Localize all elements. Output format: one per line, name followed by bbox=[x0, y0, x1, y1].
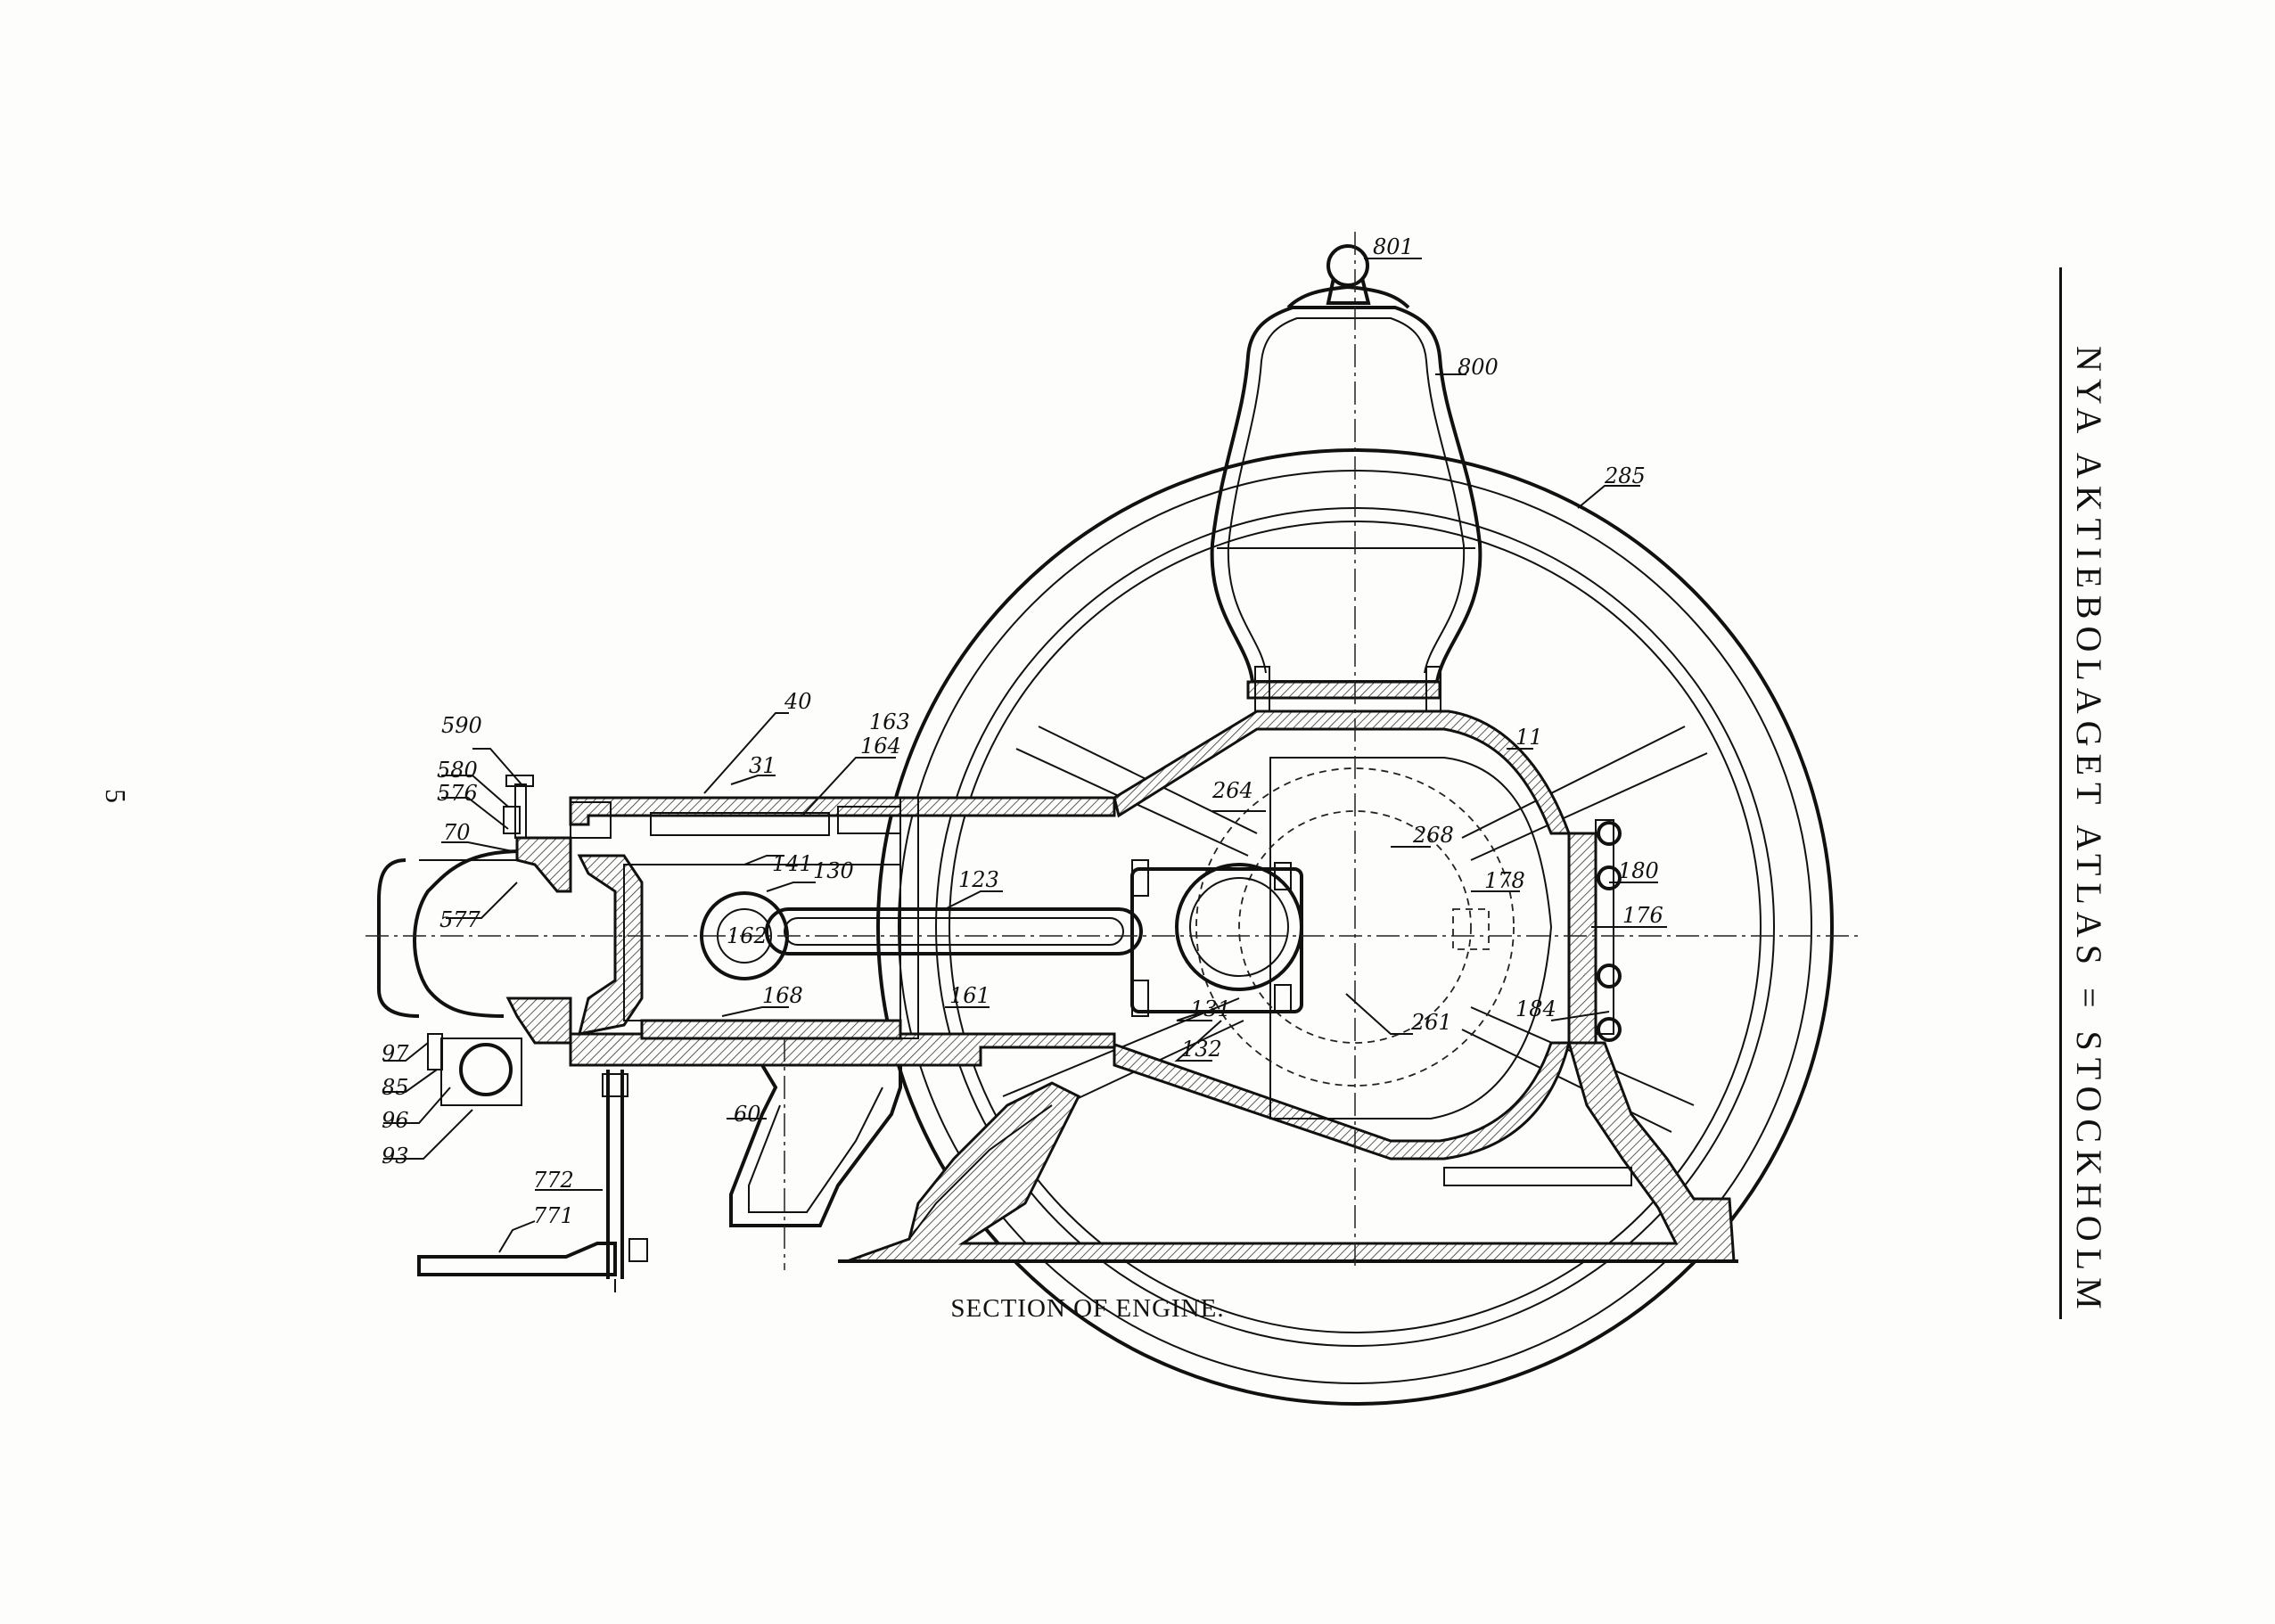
figure-caption: SECTION OF ENGINE. bbox=[950, 1294, 1225, 1323]
label-93: 93 bbox=[382, 1144, 409, 1169]
label-97: 97 bbox=[382, 1041, 409, 1066]
label-132: 132 bbox=[1181, 1037, 1222, 1062]
label-285: 285 bbox=[1604, 463, 1646, 488]
label-801: 801 bbox=[1373, 234, 1414, 259]
label-70: 70 bbox=[443, 820, 471, 845]
label-141: 141 bbox=[772, 851, 813, 876]
label-131: 131 bbox=[1190, 997, 1231, 1021]
label-11: 11 bbox=[1515, 725, 1543, 750]
label-161: 161 bbox=[949, 983, 990, 1008]
label-772: 772 bbox=[533, 1168, 574, 1193]
label-771: 771 bbox=[533, 1203, 574, 1228]
label-85: 85 bbox=[382, 1075, 409, 1100]
label-576: 576 bbox=[437, 781, 478, 806]
label-162: 162 bbox=[727, 923, 768, 948]
support-leg bbox=[417, 1063, 902, 1292]
label-176: 176 bbox=[1622, 903, 1663, 928]
centre-lines bbox=[365, 232, 1863, 1270]
label-590: 590 bbox=[441, 713, 482, 738]
air-vessel bbox=[1210, 244, 1482, 712]
label-123: 123 bbox=[958, 867, 999, 892]
label-580: 580 bbox=[437, 758, 478, 783]
label-60: 60 bbox=[734, 1102, 761, 1127]
label-184: 184 bbox=[1515, 997, 1556, 1021]
label-180: 180 bbox=[1618, 858, 1659, 883]
part-labels: 801 800 285 11 264 268 178 180 176 184 2… bbox=[382, 234, 1663, 1228]
label-264: 264 bbox=[1211, 778, 1253, 803]
label-261: 261 bbox=[1410, 1010, 1452, 1035]
side-title: NYA AKTIEBOLAGET ATLAS = STOCKHOLM bbox=[2069, 346, 2109, 1316]
label-40: 40 bbox=[784, 689, 812, 714]
crank-case bbox=[1109, 709, 1622, 1161]
leader-lines bbox=[383, 258, 1667, 1253]
label-96: 96 bbox=[382, 1108, 409, 1133]
pump-cylinder bbox=[377, 775, 1116, 1106]
connecting-rod bbox=[640, 859, 1303, 1040]
label-178: 178 bbox=[1484, 868, 1525, 893]
label-800: 800 bbox=[1458, 355, 1499, 380]
label-168: 168 bbox=[762, 983, 803, 1008]
engine-base bbox=[838, 1041, 1738, 1263]
label-577: 577 bbox=[439, 907, 481, 932]
side-rule bbox=[2059, 267, 2062, 1319]
label-164: 164 bbox=[860, 734, 901, 759]
label-130: 130 bbox=[813, 858, 854, 883]
label-163: 163 bbox=[869, 709, 910, 734]
label-31: 31 bbox=[749, 753, 776, 778]
label-268: 268 bbox=[1412, 823, 1454, 848]
